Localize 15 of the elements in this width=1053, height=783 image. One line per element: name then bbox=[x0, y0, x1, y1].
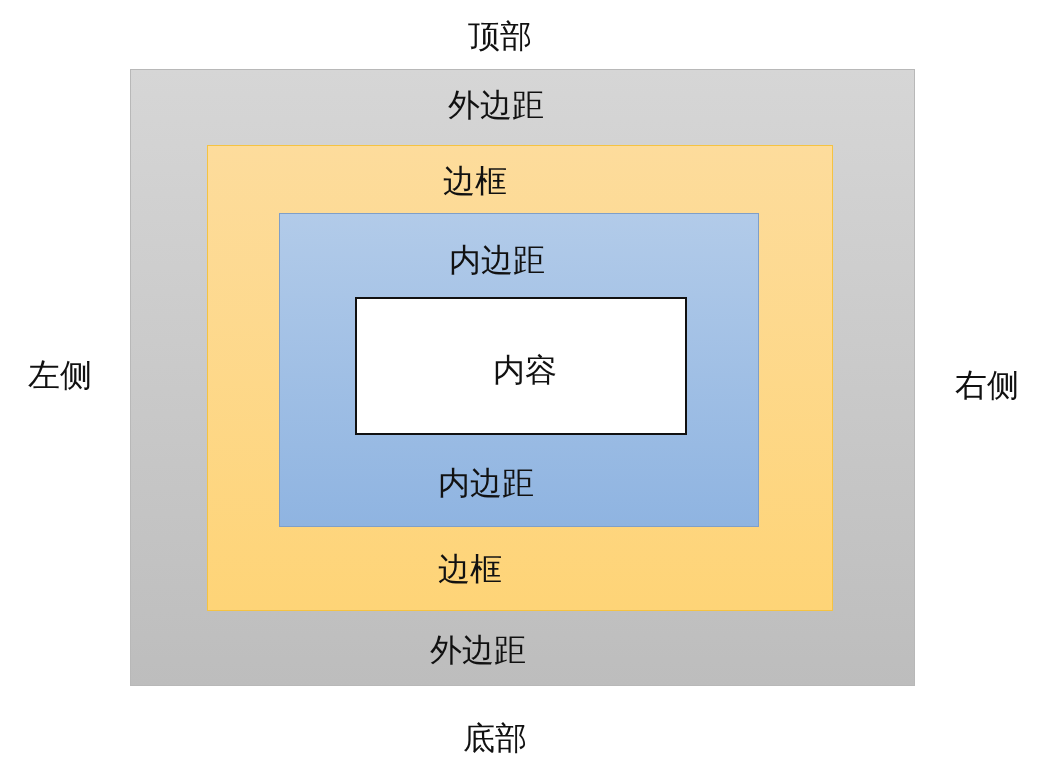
content-label: 内容 bbox=[493, 353, 557, 389]
content-box bbox=[355, 297, 687, 435]
padding-box bbox=[279, 213, 759, 527]
margin-box bbox=[130, 69, 915, 686]
right-side-label: 右侧 bbox=[955, 368, 1019, 404]
border-box bbox=[207, 145, 833, 611]
padding-label: 内边距 bbox=[449, 243, 545, 279]
margin-label: 外边距 bbox=[430, 633, 526, 669]
top-side-label: 顶部 bbox=[468, 19, 532, 55]
margin-label: 外边距 bbox=[448, 88, 544, 124]
border-label: 边框 bbox=[443, 164, 507, 200]
left-side-label: 左侧 bbox=[28, 358, 92, 394]
border-label: 边框 bbox=[438, 552, 502, 588]
bottom-side-label: 底部 bbox=[463, 721, 527, 757]
padding-label: 内边距 bbox=[438, 466, 534, 502]
